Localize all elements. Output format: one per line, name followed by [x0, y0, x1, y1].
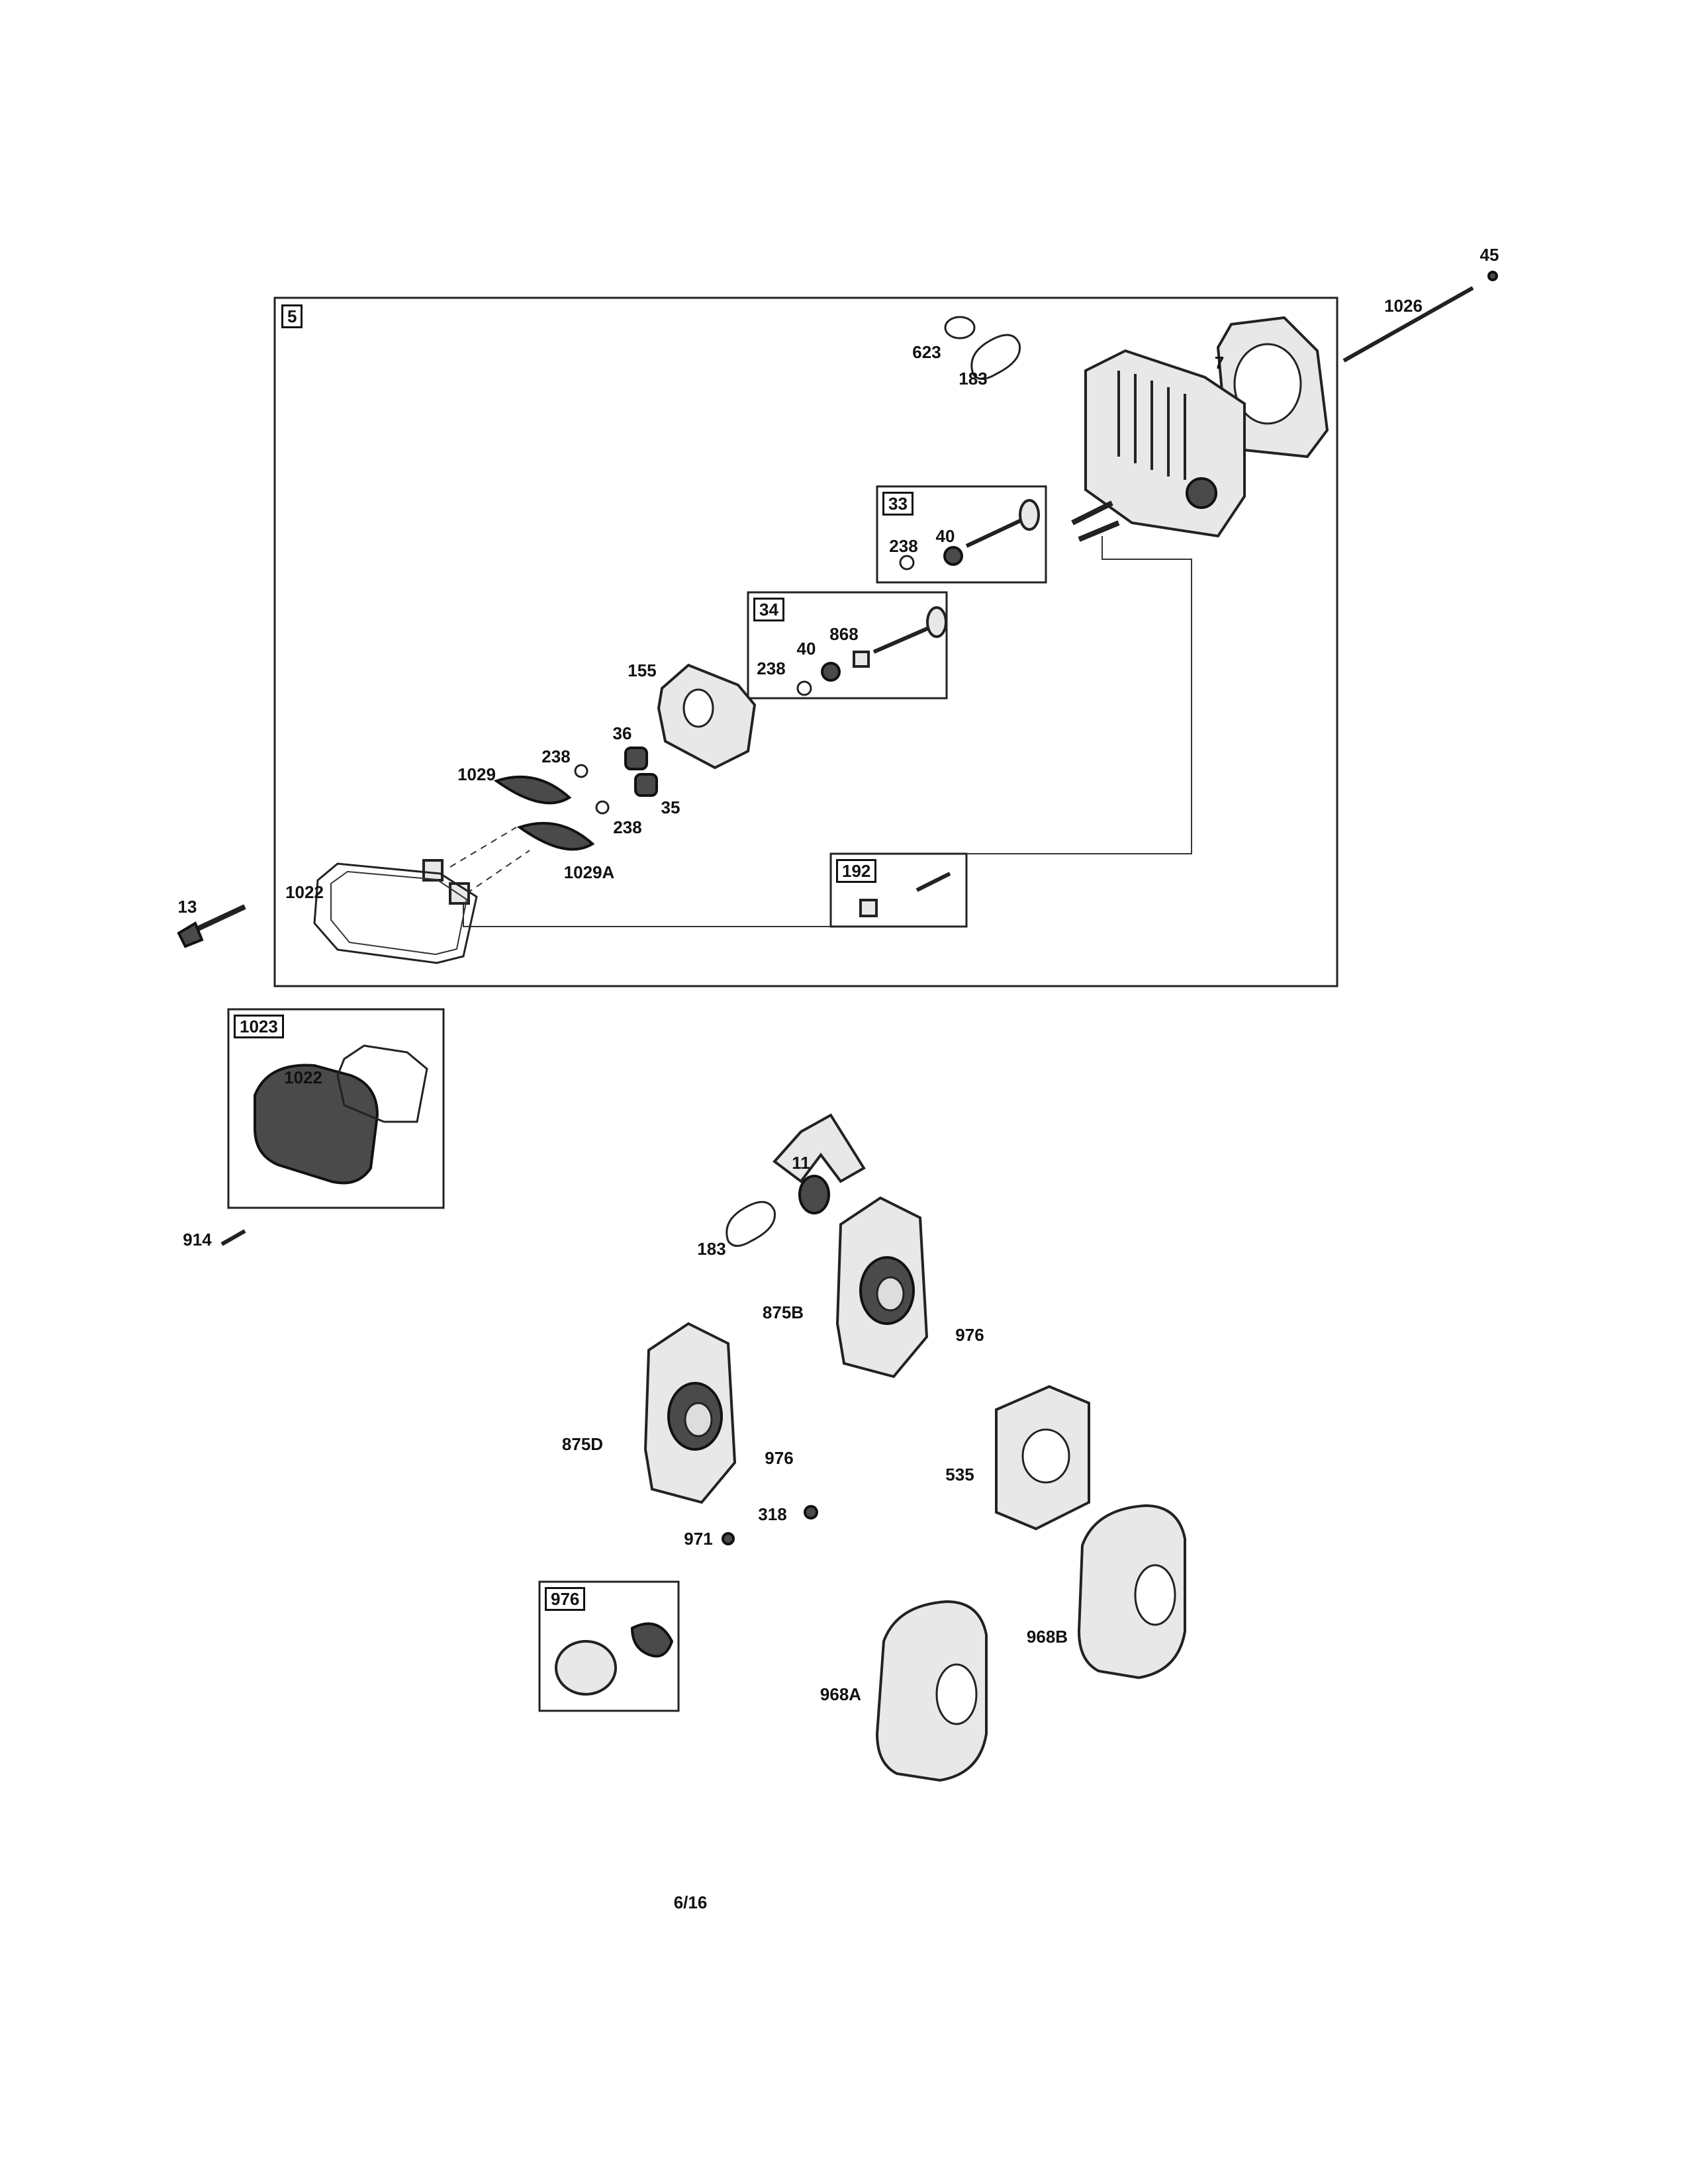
callout-45: 45: [1479, 245, 1499, 265]
kit-tag-1023: 1023: [234, 1015, 284, 1038]
callout-968B: 968B: [1026, 1627, 1068, 1647]
kit-frame-192: [829, 852, 968, 928]
callout-238-kit34: 238: [757, 659, 786, 678]
part-head-stud-a: [1071, 500, 1113, 525]
page-number: 6/16: [673, 1892, 708, 1913]
callout-976-lower: 976: [765, 1448, 794, 1468]
callout-36: 36: [612, 723, 632, 743]
callout-238-upper: 238: [541, 747, 571, 766]
part-968A-cover: [875, 1600, 988, 1782]
callout-7: 7: [1214, 353, 1225, 373]
part-1029-rocker-arm: [493, 775, 572, 805]
kit-tag-34: 34: [753, 598, 784, 621]
kit-tag-192: 192: [836, 859, 877, 883]
callout-155: 155: [628, 660, 657, 680]
part-1023-cover: [254, 1064, 379, 1185]
callout-875D: 875D: [561, 1434, 604, 1454]
callout-238-kit33: 238: [889, 536, 918, 556]
callout-11: 11: [792, 1153, 810, 1173]
part-623-oring: [944, 316, 976, 340]
callout-868: 868: [829, 624, 859, 644]
part-33-valve: [965, 518, 1024, 548]
callout-318: 318: [758, 1504, 787, 1524]
part-45-nut: [1487, 271, 1498, 281]
callout-976-upper: 976: [955, 1325, 984, 1345]
callout-1026: 1026: [1384, 296, 1423, 316]
callout-914: 914: [183, 1230, 212, 1250]
kit-frame-1023: [227, 1008, 445, 1209]
callout-238-lower: 238: [613, 817, 642, 837]
callout-535: 535: [945, 1465, 974, 1484]
part-1026-stud: [1342, 286, 1474, 363]
part-183-gasket-lower: [726, 1201, 776, 1247]
part-318-fastener: [804, 1505, 818, 1520]
callout-40-kit34: 40: [796, 639, 816, 659]
callout-1029A: 1029A: [563, 862, 615, 882]
leader-192-cover: [463, 900, 831, 927]
part-976-clamp: [630, 1622, 674, 1658]
part-183-gasket-top: [970, 334, 1021, 380]
leader-192-head: [966, 536, 1192, 854]
callout-40-kit33: 40: [935, 526, 955, 546]
part-13-bolt: [194, 904, 246, 933]
callout-35: 35: [661, 797, 680, 817]
part-34-valve: [872, 625, 931, 654]
callout-183-lower: 183: [697, 1239, 726, 1259]
part-11-elbow: [773, 1113, 866, 1183]
part-971-fastener: [722, 1532, 735, 1545]
part-1029A-rocker-arm: [516, 821, 595, 851]
callout-1022-kit: 1022: [284, 1068, 322, 1087]
callout-1029: 1029: [457, 764, 496, 784]
callout-623: 623: [912, 342, 941, 362]
kit-frame-5: [273, 296, 1338, 987]
kit-tag-976: 976: [545, 1587, 586, 1611]
part-head-stud-b: [1078, 520, 1120, 542]
kit-frame-34: [747, 591, 948, 700]
callout-875B: 875B: [762, 1302, 804, 1322]
part-1022-gasket-kit: [336, 1044, 428, 1123]
callout-183-top: 183: [959, 369, 988, 388]
part-914-screw: [220, 1229, 246, 1246]
callout-1022-main: 1022: [285, 882, 324, 902]
callout-968A: 968A: [820, 1684, 862, 1704]
kit-frame-976: [538, 1580, 680, 1712]
kit-frame-33: [876, 485, 1047, 584]
part-968B-cover: [1077, 1504, 1186, 1680]
kit-tag-33: 33: [882, 492, 914, 516]
kit-tag-5: 5: [281, 304, 303, 328]
part-1022-gasket: [313, 862, 478, 964]
callout-971: 971: [684, 1529, 713, 1549]
callout-13: 13: [177, 897, 197, 917]
part-976-cap: [555, 1640, 617, 1696]
